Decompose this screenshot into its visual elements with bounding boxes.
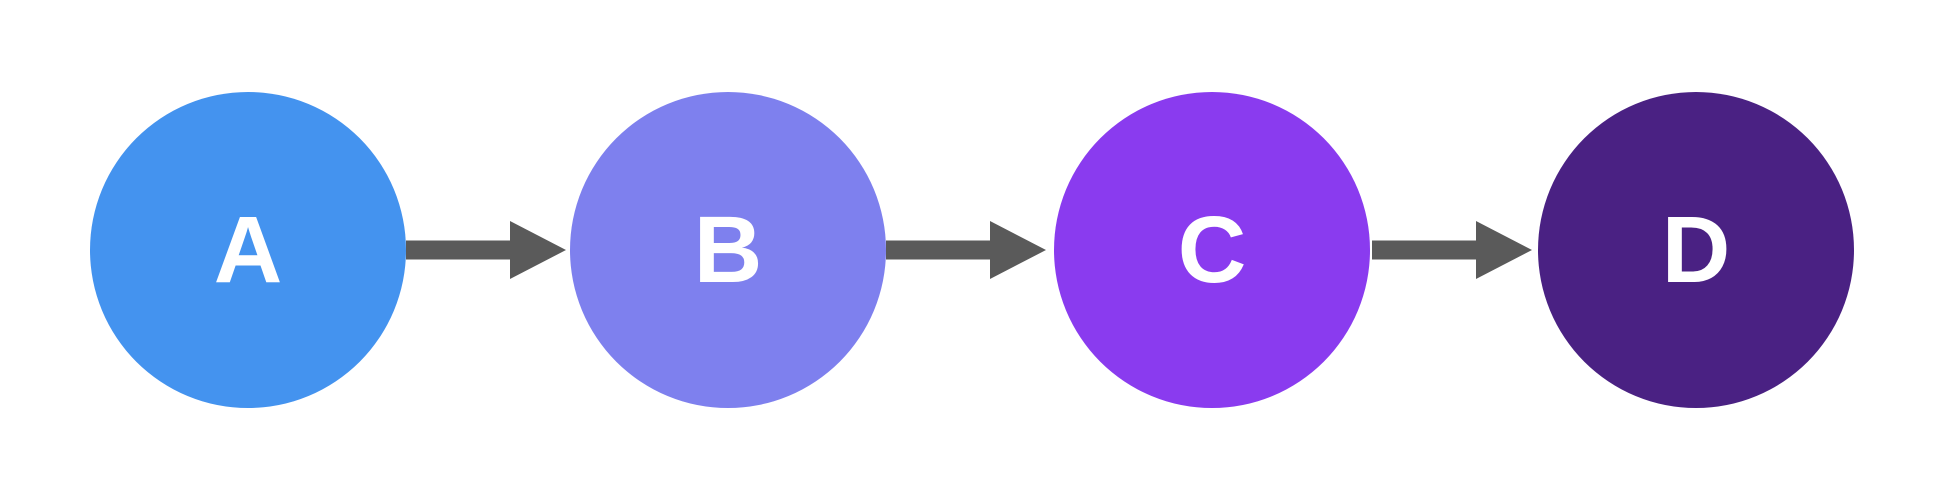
arrow-b-to-c-icon [886,221,1046,279]
node-c-label: C [1177,196,1247,303]
node-d-label: D [1661,196,1731,303]
node-c: C [1054,92,1370,408]
arrow-c-to-d-icon [1372,221,1532,279]
node-a: A [90,92,406,408]
arrow-a-to-b-icon [406,221,566,279]
node-b: B [570,92,886,408]
node-d: D [1538,92,1854,408]
arrow-head [1476,221,1532,279]
arrow-head [990,221,1046,279]
arrow-head [510,221,566,279]
node-a-label: A [213,196,283,303]
node-b-label: B [693,196,763,303]
